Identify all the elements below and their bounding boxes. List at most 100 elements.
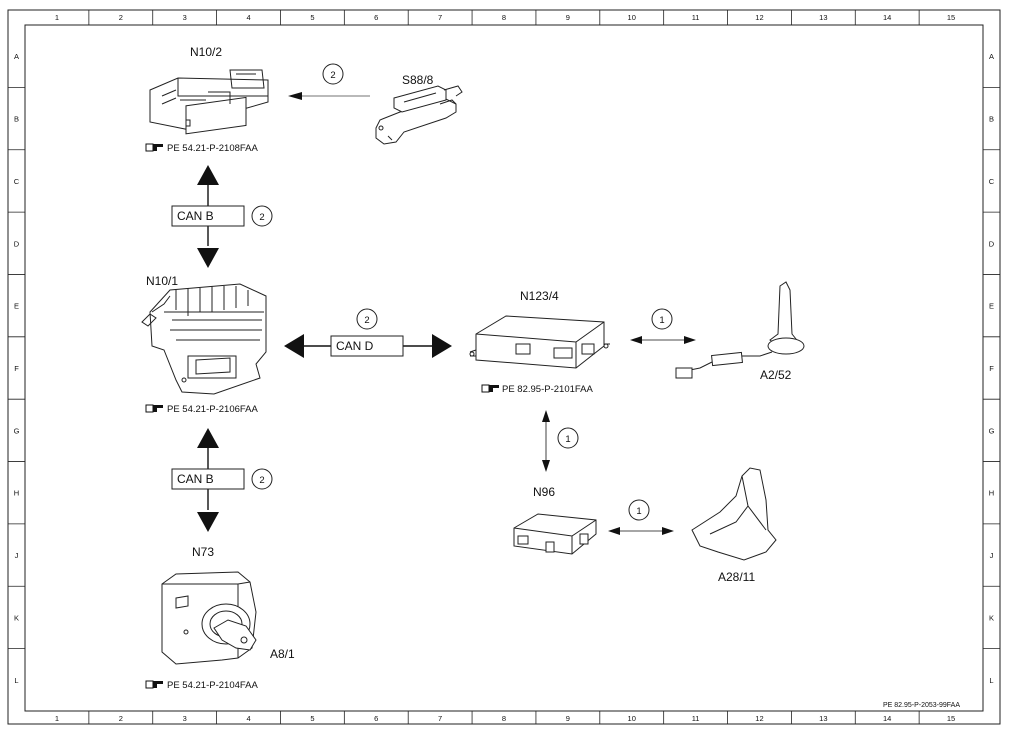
pointing-hand-icon bbox=[145, 680, 163, 689]
inner-frame bbox=[24, 24, 984, 712]
grid-row-label-right: F bbox=[989, 364, 994, 373]
grid-column-label-bottom: 4 bbox=[246, 714, 250, 723]
n73-ignition-switch bbox=[161, 571, 257, 665]
grid-column-label-top: 6 bbox=[374, 13, 378, 22]
a2-52-antenna bbox=[675, 281, 805, 379]
n96-module bbox=[513, 513, 597, 555]
can-b-lower-number-badge: 2 bbox=[251, 468, 273, 490]
n123-to-a2-52-arrow bbox=[630, 336, 696, 344]
can-b-lower-box bbox=[171, 468, 245, 490]
grid-column-label-top: 12 bbox=[755, 13, 763, 22]
grid-column-label-top: 2 bbox=[119, 13, 123, 22]
n10-1-reference[interactable]: PE 54.21-P-2106FAA bbox=[145, 404, 258, 415]
can-d-number-badge: 2 bbox=[356, 308, 378, 330]
grid-row-label-left: F bbox=[14, 364, 19, 373]
n10-2-module bbox=[149, 69, 269, 135]
can-b-lower-label: CAN B bbox=[177, 472, 214, 486]
grid-row-label-left: G bbox=[14, 426, 20, 435]
a2-52-label: A2/52 bbox=[760, 368, 792, 382]
n96-to-a28-11-number-badge: 1 bbox=[628, 499, 650, 521]
grid-column-label-top: 8 bbox=[502, 13, 506, 22]
grid-column-label-bottom: 12 bbox=[755, 714, 763, 723]
n123-4-label: N123/4 bbox=[520, 289, 559, 303]
grid-column-label-bottom: 5 bbox=[310, 714, 314, 723]
n10-1-ref-text: PE 54.21-P-2106FAA bbox=[167, 404, 258, 415]
svg-text:2: 2 bbox=[330, 70, 335, 81]
grid-column-label-top: 13 bbox=[819, 13, 827, 22]
n10-1-module bbox=[141, 283, 267, 395]
n10-2-reference[interactable]: PE 54.21-P-2108FAA bbox=[145, 143, 258, 154]
n123-to-n96-number-badge: 1 bbox=[557, 427, 579, 449]
grid-row-label-right: C bbox=[989, 177, 995, 186]
can-b-upper-number-badge: 2 bbox=[251, 205, 273, 227]
grid-row-label-right: G bbox=[989, 426, 995, 435]
grid-row-label-left: K bbox=[14, 613, 19, 622]
grid-column-label-top: 7 bbox=[438, 13, 442, 22]
pointing-hand-icon bbox=[145, 143, 163, 152]
grid-column-label-bottom: 13 bbox=[819, 714, 827, 723]
n123-4-ref-text: PE 82.95-P-2101FAA bbox=[502, 384, 593, 395]
grid-row-label-right: H bbox=[989, 489, 994, 498]
grid-row-label-right: D bbox=[989, 239, 995, 248]
svg-text:1: 1 bbox=[659, 315, 664, 326]
grid-column-label-bottom: 9 bbox=[566, 714, 570, 723]
n123-to-n96-arrow bbox=[542, 410, 550, 472]
grid-row-label-left: H bbox=[14, 489, 19, 498]
grid-markers: 1122334455667788991010111112121313141415… bbox=[8, 10, 1000, 724]
can-d-label: CAN D bbox=[336, 339, 374, 353]
grid-row-label-left: E bbox=[14, 302, 19, 311]
grid-column-label-top: 9 bbox=[566, 13, 570, 22]
grid-column-label-bottom: 11 bbox=[692, 714, 700, 723]
grid-row-label-left: J bbox=[15, 551, 19, 560]
grid-column-label-bottom: 1 bbox=[55, 714, 59, 723]
grid-row-label-left: A bbox=[14, 52, 19, 61]
n10-1-label: N10/1 bbox=[146, 274, 178, 288]
grid-row-label-right: K bbox=[989, 613, 994, 622]
can-b-upper-box bbox=[171, 205, 245, 227]
grid-column-label-bottom: 6 bbox=[374, 714, 378, 723]
grid-row-label-right: L bbox=[989, 676, 993, 685]
grid-column-label-bottom: 3 bbox=[183, 714, 187, 723]
n73-ref-text: PE 54.21-P-2104FAA bbox=[167, 680, 258, 691]
svg-text:2: 2 bbox=[259, 475, 264, 486]
grid-column-label-bottom: 15 bbox=[947, 714, 955, 723]
a28-11-label: A28/11 bbox=[718, 570, 755, 584]
grid-column-label-bottom: 14 bbox=[883, 714, 891, 723]
pointing-hand-icon bbox=[145, 404, 163, 413]
n73-reference[interactable]: PE 54.21-P-2104FAA bbox=[145, 680, 258, 691]
grid-column-label-top: 15 bbox=[947, 13, 955, 22]
s88-8-label: S88/8 bbox=[402, 73, 434, 87]
can-d-box bbox=[330, 335, 404, 357]
grid-row-label-left: D bbox=[14, 239, 20, 248]
a28-11-antenna bbox=[691, 467, 777, 561]
svg-text:1: 1 bbox=[565, 434, 570, 445]
grid-column-label-bottom: 10 bbox=[628, 714, 636, 723]
n123-4-reference[interactable]: PE 82.95-P-2101FAA bbox=[481, 384, 593, 395]
grid-row-label-left: B bbox=[14, 115, 19, 124]
n10-2-ref-text: PE 54.21-P-2108FAA bbox=[167, 143, 258, 154]
grid-row-label-right: B bbox=[989, 115, 994, 124]
s88-8-switch bbox=[375, 85, 463, 145]
svg-text:1: 1 bbox=[636, 506, 641, 517]
grid-column-label-bottom: 8 bbox=[502, 714, 506, 723]
grid-row-label-right: E bbox=[989, 302, 994, 311]
grid-row-label-right: J bbox=[990, 551, 994, 560]
svg-text:2: 2 bbox=[364, 315, 369, 326]
pointing-hand-icon bbox=[481, 384, 499, 393]
grid-column-label-bottom: 2 bbox=[119, 714, 123, 723]
grid-column-label-top: 10 bbox=[628, 13, 636, 22]
svg-text:2: 2 bbox=[259, 212, 264, 223]
can-b-upper-label: CAN B bbox=[177, 209, 214, 223]
s88-to-n10-2-arrow bbox=[288, 92, 370, 100]
n96-to-a28-11-arrow bbox=[608, 527, 674, 535]
a8-1-label: A8/1 bbox=[270, 647, 295, 661]
grid-row-label-left: L bbox=[14, 676, 18, 685]
grid-column-label-top: 1 bbox=[55, 13, 59, 22]
grid-column-label-top: 5 bbox=[310, 13, 314, 22]
grid-column-label-top: 14 bbox=[883, 13, 891, 22]
grid-column-label-top: 3 bbox=[183, 13, 187, 22]
grid-column-label-top: 11 bbox=[692, 13, 700, 22]
n73-label: N73 bbox=[192, 545, 214, 559]
document-reference: PE 82.95-P-2053-99FAA bbox=[883, 702, 960, 709]
